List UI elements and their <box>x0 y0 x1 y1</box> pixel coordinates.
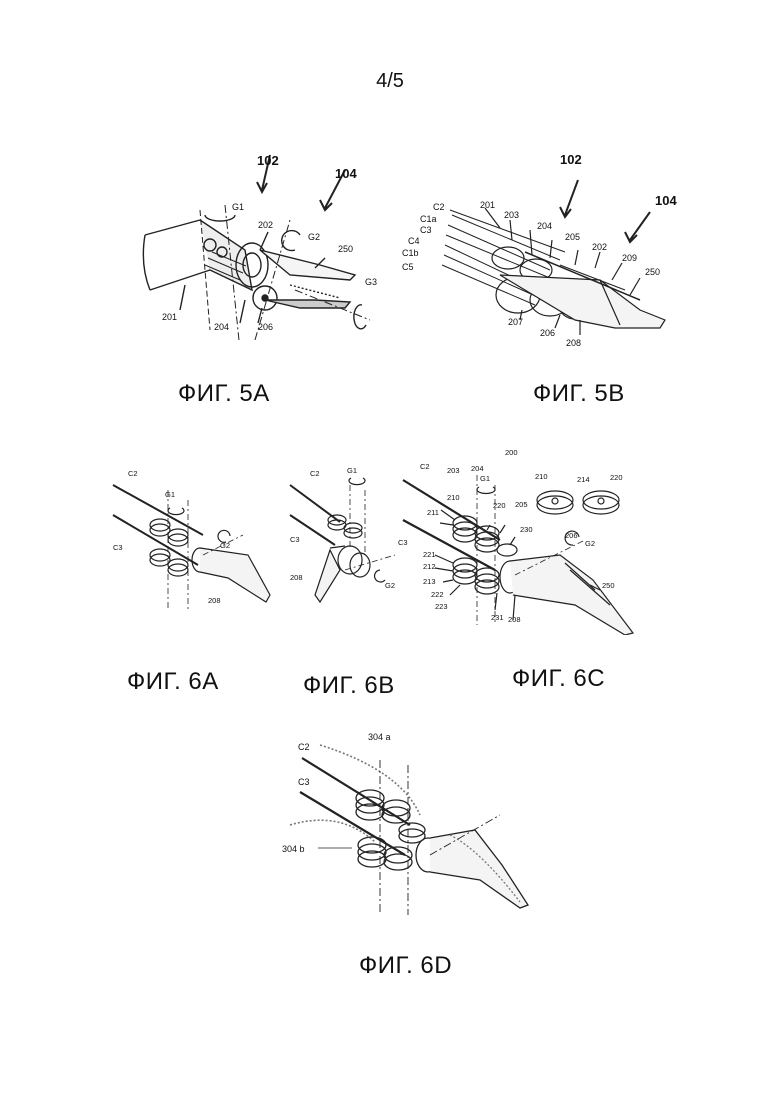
ref-104: 104 <box>655 193 677 208</box>
ref-203: 203 <box>504 210 519 220</box>
ref-201: 201 <box>480 200 495 210</box>
ref-102: 102 <box>257 153 279 168</box>
ref-231: 231 <box>491 613 504 622</box>
ref-c3: C3 <box>113 543 123 552</box>
figure-6c-drawing: C2 203 204 200 G1 210 214 220 211 210 22… <box>395 445 640 635</box>
ref-g1: G1 <box>347 466 357 475</box>
ref-230: 230 <box>520 525 533 534</box>
ref-c4: C4 <box>408 236 420 246</box>
ref-c2: C2 <box>420 462 430 471</box>
ref-205: 205 <box>565 232 580 242</box>
ref-c5: C5 <box>402 262 414 272</box>
ref-203: 203 <box>447 466 460 475</box>
ref-208: 208 <box>290 573 303 582</box>
ref-210: 210 <box>535 472 548 481</box>
ref-222: 222 <box>431 590 444 599</box>
ref-104: 104 <box>335 166 357 181</box>
ref-g2: G2 <box>308 232 320 242</box>
ref-102: 102 <box>560 152 582 167</box>
ref-c3: C3 <box>398 538 408 547</box>
ref-c3: C3 <box>290 535 300 544</box>
ref-g2: G2 <box>385 581 395 590</box>
figure-5a-drawing: 102 104 G1 G2 G3 202 250 201 204 206 <box>140 140 390 340</box>
figure-5b-drawing: 102 104 C2 C1a C3 C4 C1b C5 201 203 204 … <box>400 140 690 360</box>
ref-208: 208 <box>508 615 521 624</box>
caption-fig-6c: ФИГ. 6С <box>512 665 605 693</box>
ref-207: 207 <box>508 317 523 327</box>
ref-c1b: C1b <box>402 248 419 258</box>
ref-c2: C2 <box>128 469 138 478</box>
ref-205: 205 <box>515 500 528 509</box>
ref-208: 208 <box>208 596 221 605</box>
ref-220b: 220 <box>493 501 506 510</box>
ref-220: 220 <box>610 473 623 482</box>
ref-250: 250 <box>602 581 615 590</box>
ref-201: 201 <box>162 312 177 322</box>
ref-204: 204 <box>537 221 552 231</box>
figure-6a-drawing: C2 G1 C3 G2 208 <box>108 460 278 620</box>
caption-fig-5a: ФИГ. 5А <box>178 380 270 408</box>
page-number: 4/5 <box>0 70 780 93</box>
ref-g1: G1 <box>165 490 175 499</box>
ref-c3: C3 <box>420 225 432 235</box>
ref-202: 202 <box>258 220 273 230</box>
caption-fig-6d: ФИГ. 6D <box>359 952 452 980</box>
ref-g1: G1 <box>480 474 490 483</box>
ref-c2: C2 <box>310 469 320 478</box>
ref-204: 204 <box>471 464 484 473</box>
figure-6b-drawing: C2 G1 C3 208 G2 <box>285 460 400 620</box>
ref-223: 223 <box>435 602 448 611</box>
ref-208: 208 <box>566 338 581 348</box>
ref-206: 206 <box>565 531 578 540</box>
ref-206: 206 <box>540 328 555 338</box>
ref-c3: C3 <box>298 777 310 787</box>
ref-304b: 304 b <box>282 844 305 854</box>
ref-g2: G2 <box>220 541 230 550</box>
caption-fig-6b: ФИГ. 6В <box>303 672 395 700</box>
ref-209: 209 <box>622 253 637 263</box>
ref-221: 221 <box>423 550 436 559</box>
caption-fig-5b: ФИГ. 5В <box>533 380 625 408</box>
ref-g1: G1 <box>232 202 244 212</box>
ref-g3: G3 <box>365 277 377 287</box>
ref-200: 200 <box>505 448 518 457</box>
ref-212: 212 <box>423 562 436 571</box>
ref-210b: 210 <box>447 493 460 502</box>
ref-214: 214 <box>577 475 590 484</box>
ref-250: 250 <box>645 267 660 277</box>
figure-6d-drawing: C2 304 a C3 304 b <box>280 730 540 920</box>
ref-211: 211 <box>427 508 439 517</box>
ref-304a: 304 a <box>368 732 391 742</box>
ref-c2: C2 <box>433 202 445 212</box>
ref-206: 206 <box>258 322 273 332</box>
caption-fig-6a: ФИГ. 6А <box>127 668 219 696</box>
ref-c1a: C1a <box>420 214 437 224</box>
ref-213: 213 <box>423 577 436 586</box>
ref-g2: G2 <box>585 539 595 548</box>
ref-c2: C2 <box>298 742 310 752</box>
ref-202: 202 <box>592 242 607 252</box>
ref-204: 204 <box>214 322 229 332</box>
ref-250: 250 <box>338 244 353 254</box>
